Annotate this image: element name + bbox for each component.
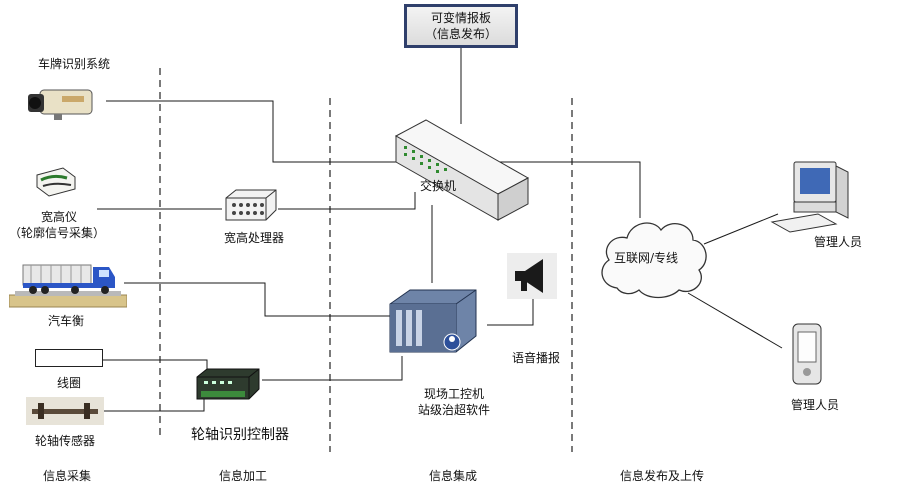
vms-title: 可变情报板 <box>430 11 491 25</box>
zone-label-integration: 信息集成 <box>429 469 478 483</box>
profile-scanner-icon <box>36 167 76 197</box>
axle-controller-label: 轮轴识别控制器 <box>191 427 289 443</box>
wire-cloud-mobile <box>687 292 783 349</box>
industrial-pc-icon <box>389 289 477 353</box>
wire-cloud-pc <box>703 213 779 245</box>
wh-meter-sublabel: （轮廓信号采集） <box>9 226 106 240</box>
wire-processor-switch <box>278 192 416 210</box>
manager-pc-label: 管理人员 <box>814 235 863 249</box>
vms-subtitle: （信息发布） <box>424 27 497 41</box>
wire-ipc-voice <box>487 292 534 326</box>
zone-label-publish: 信息发布及上传 <box>620 469 705 483</box>
wire-coil-controller <box>103 359 208 371</box>
axle-sensor-icon <box>26 397 104 425</box>
ipc-label: 现场工控机 <box>424 387 485 401</box>
mobile-device-icon <box>792 323 822 385</box>
zone-label-processing: 信息加工 <box>219 469 268 483</box>
wh-processor-icon <box>225 189 277 221</box>
voice-label: 语音播报 <box>512 351 561 365</box>
truck-scale-label: 汽车衡 <box>48 314 85 328</box>
variable-message-sign: 可变情报板 （信息发布） <box>404 4 518 48</box>
axle-controller-icon <box>196 368 260 400</box>
wh-processor-label: 宽高处理器 <box>224 231 285 245</box>
truck-scale-icon <box>9 264 127 308</box>
wire-camera-switch <box>106 100 641 218</box>
plate-system-label: 车牌识别系统 <box>38 57 111 71</box>
switch-icon <box>394 119 530 221</box>
zone-dividers <box>159 68 573 452</box>
ipc-software-label: 站级治超软件 <box>418 403 491 417</box>
megaphone-icon <box>507 253 557 299</box>
wire-controller-ipc <box>262 356 403 381</box>
coil-label: 线圈 <box>57 376 82 390</box>
wire-scale-ipc <box>124 282 392 317</box>
axle-sensor-label: 轮轴传感器 <box>35 434 96 448</box>
coil-box <box>35 349 103 367</box>
wire-axle-controller <box>104 395 205 412</box>
cloud-label: 互联网/专线 <box>614 251 679 265</box>
cloud-icon <box>601 222 707 299</box>
camera-icon <box>28 89 93 120</box>
manager-mobile-label: 管理人员 <box>791 398 840 412</box>
switch-label: 交换机 <box>420 179 457 193</box>
zone-label-collection: 信息采集 <box>43 469 92 483</box>
wh-meter-label: 宽高仪 <box>41 210 78 224</box>
desktop-computer-icon <box>770 161 849 233</box>
wire-group <box>97 48 783 412</box>
